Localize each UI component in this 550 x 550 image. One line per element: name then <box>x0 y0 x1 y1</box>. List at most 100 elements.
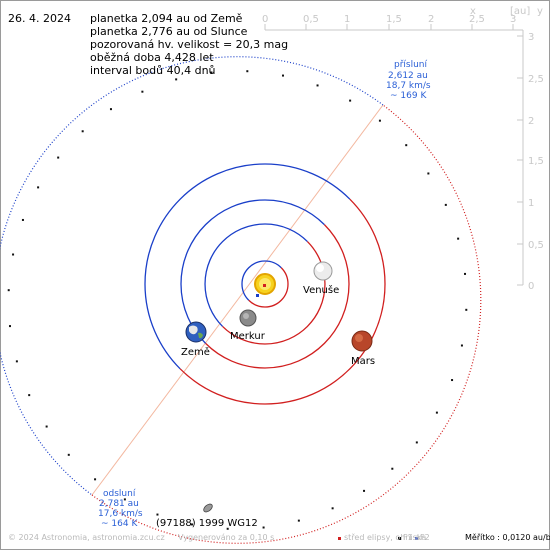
asteroid-orbit-point <box>8 325 11 328</box>
info-orbital-period: oběžná doba 4,428 let <box>90 51 214 64</box>
perihelion-temp: ~ 169 K <box>390 91 427 101</box>
asteroid-orbit-point <box>21 218 24 221</box>
asteroid-orbit-point <box>81 130 84 133</box>
asteroid-orbit-point <box>15 360 18 363</box>
asteroid-orbit-point <box>28 394 31 397</box>
y-tick-label: 1,5 <box>528 156 544 167</box>
y-axis <box>517 30 524 286</box>
asteroid-orbit-point <box>349 99 352 102</box>
asteroid-orbit-point <box>464 272 467 275</box>
asteroid-orbit-point <box>191 523 194 526</box>
earth <box>185 321 207 343</box>
footer-f2: F2 <box>420 533 430 542</box>
asteroid-orbit-point <box>391 467 394 470</box>
footer-legend-center: střed elipsy, ohniska <box>344 533 427 542</box>
asteroid-orbit-point <box>435 411 438 414</box>
asteroid-orbit-point <box>57 156 60 159</box>
venus-label: Venuše <box>303 284 339 296</box>
asteroid-info: planetka 2,094 au od Země planetka 2,776… <box>90 12 288 77</box>
asteroid-orbit-point <box>331 507 334 510</box>
asteroid-orbit-point <box>94 478 97 481</box>
y-tick-label: 3 <box>528 32 534 43</box>
x-tick-label: 3 <box>510 14 516 25</box>
info-point-interval: interval bodů 40,4 dnů <box>90 64 216 77</box>
asteroid-orbit-point <box>175 78 178 81</box>
asteroid-orbit-point <box>457 237 460 240</box>
y-tick-label: 1 <box>528 198 534 209</box>
asteroid-orbit-point <box>427 172 430 175</box>
info-earth-distance: planetka 2,094 au od Země <box>90 12 243 25</box>
asteroid-orbit-point <box>246 70 249 73</box>
asteroid-orbit-point <box>45 425 48 428</box>
asteroid-orbit <box>0 56 482 544</box>
ellipse-center-marker <box>338 537 341 540</box>
x-axis <box>264 24 523 31</box>
asteroid-orbit-point <box>363 489 366 492</box>
mercury <box>239 309 257 327</box>
asteroid-orbit-point <box>141 90 144 93</box>
asteroid-orbit-point <box>465 308 468 311</box>
x-tick-label: 2,5 <box>469 14 485 25</box>
aphelion-title: odsluní <box>103 489 136 499</box>
aphelion-temp: ~ 164 K <box>101 519 138 529</box>
mars <box>351 330 373 352</box>
mars-orbit <box>144 163 386 405</box>
x-axis-label: x <box>470 6 476 17</box>
info-sun-distance: planetka 2,776 au od Slunce <box>90 25 248 38</box>
focus-f2-marker <box>415 537 418 540</box>
footer-f1: F1 a <box>403 533 421 542</box>
earth-orbit <box>180 199 350 369</box>
axis-unit: [au] <box>510 6 530 17</box>
apsides-line <box>91 104 384 496</box>
x-tick-label: 2 <box>428 14 434 25</box>
date-label: 26. 4. 2024 <box>8 12 71 25</box>
x-tick-label: 1,5 <box>386 14 402 25</box>
perihelion-speed: 18,7 km/s <box>386 81 431 91</box>
y-tick-label: 2,5 <box>528 74 544 85</box>
asteroid-orbit-point <box>156 513 159 516</box>
footer-generated: Vygenerováno za 0,10 s <box>178 533 275 542</box>
asteroid-orbit-point <box>226 527 229 530</box>
asteroid-orbit-point <box>123 498 126 501</box>
aphelion-distance: 2,781 au <box>99 499 139 509</box>
y-tick-label: 0,5 <box>528 240 544 251</box>
asteroid-orbit-point <box>316 84 319 87</box>
asteroid-orbit-point <box>7 289 10 292</box>
asteroid-orbit-point <box>415 441 418 444</box>
asteroid-orbit-point <box>297 519 300 522</box>
aphelion-speed: 17,6 km/s <box>98 509 143 519</box>
asteroid-icon <box>203 503 213 513</box>
mercury-orbit <box>241 260 289 308</box>
sun <box>254 273 276 297</box>
asteroid-orbit-point <box>37 186 40 189</box>
footer-copyright: © 2024 Astronomia, astronomia.zcu.cz <box>8 533 165 542</box>
mercury-label: Merkur <box>230 331 266 342</box>
earth-label: Země <box>181 346 210 358</box>
x-tick-label: 0 <box>262 14 268 25</box>
focus-f1-marker <box>398 537 401 540</box>
venus <box>313 261 333 281</box>
asteroid-orbit-point <box>378 119 381 122</box>
info-magnitude: pozorovaná hv. velikost = 20,3 mag <box>90 38 289 51</box>
y-tick-label: 2 <box>528 116 534 127</box>
asteroid-orbit-point <box>405 144 408 147</box>
asteroid-orbit-point <box>444 203 447 206</box>
scale-label: Měřítko : 0,0120 au/bod <box>465 533 550 542</box>
asteroid-orbit-point <box>12 253 15 256</box>
perihelion-title: přísluní <box>394 60 428 70</box>
x-tick-label: 0,5 <box>303 14 319 25</box>
x-tick-label: 1 <box>344 14 350 25</box>
perihelion-distance: 2,612 au <box>388 71 428 81</box>
asteroid-orbit-point <box>451 379 454 382</box>
asteroid-orbit-point <box>281 74 284 77</box>
asteroid-label: (97188) 1999 WG12 <box>156 518 258 529</box>
asteroid-orbit-point <box>109 108 112 111</box>
asteroid-orbit-point <box>262 526 265 529</box>
asteroid-orbit-point <box>210 71 213 74</box>
y-axis-label: y <box>537 6 543 17</box>
asteroid-orbit-point <box>67 453 70 456</box>
y-tick-label: 0 <box>528 281 534 292</box>
mars-label: Mars <box>351 356 375 367</box>
asteroid-orbit-point <box>460 344 463 347</box>
